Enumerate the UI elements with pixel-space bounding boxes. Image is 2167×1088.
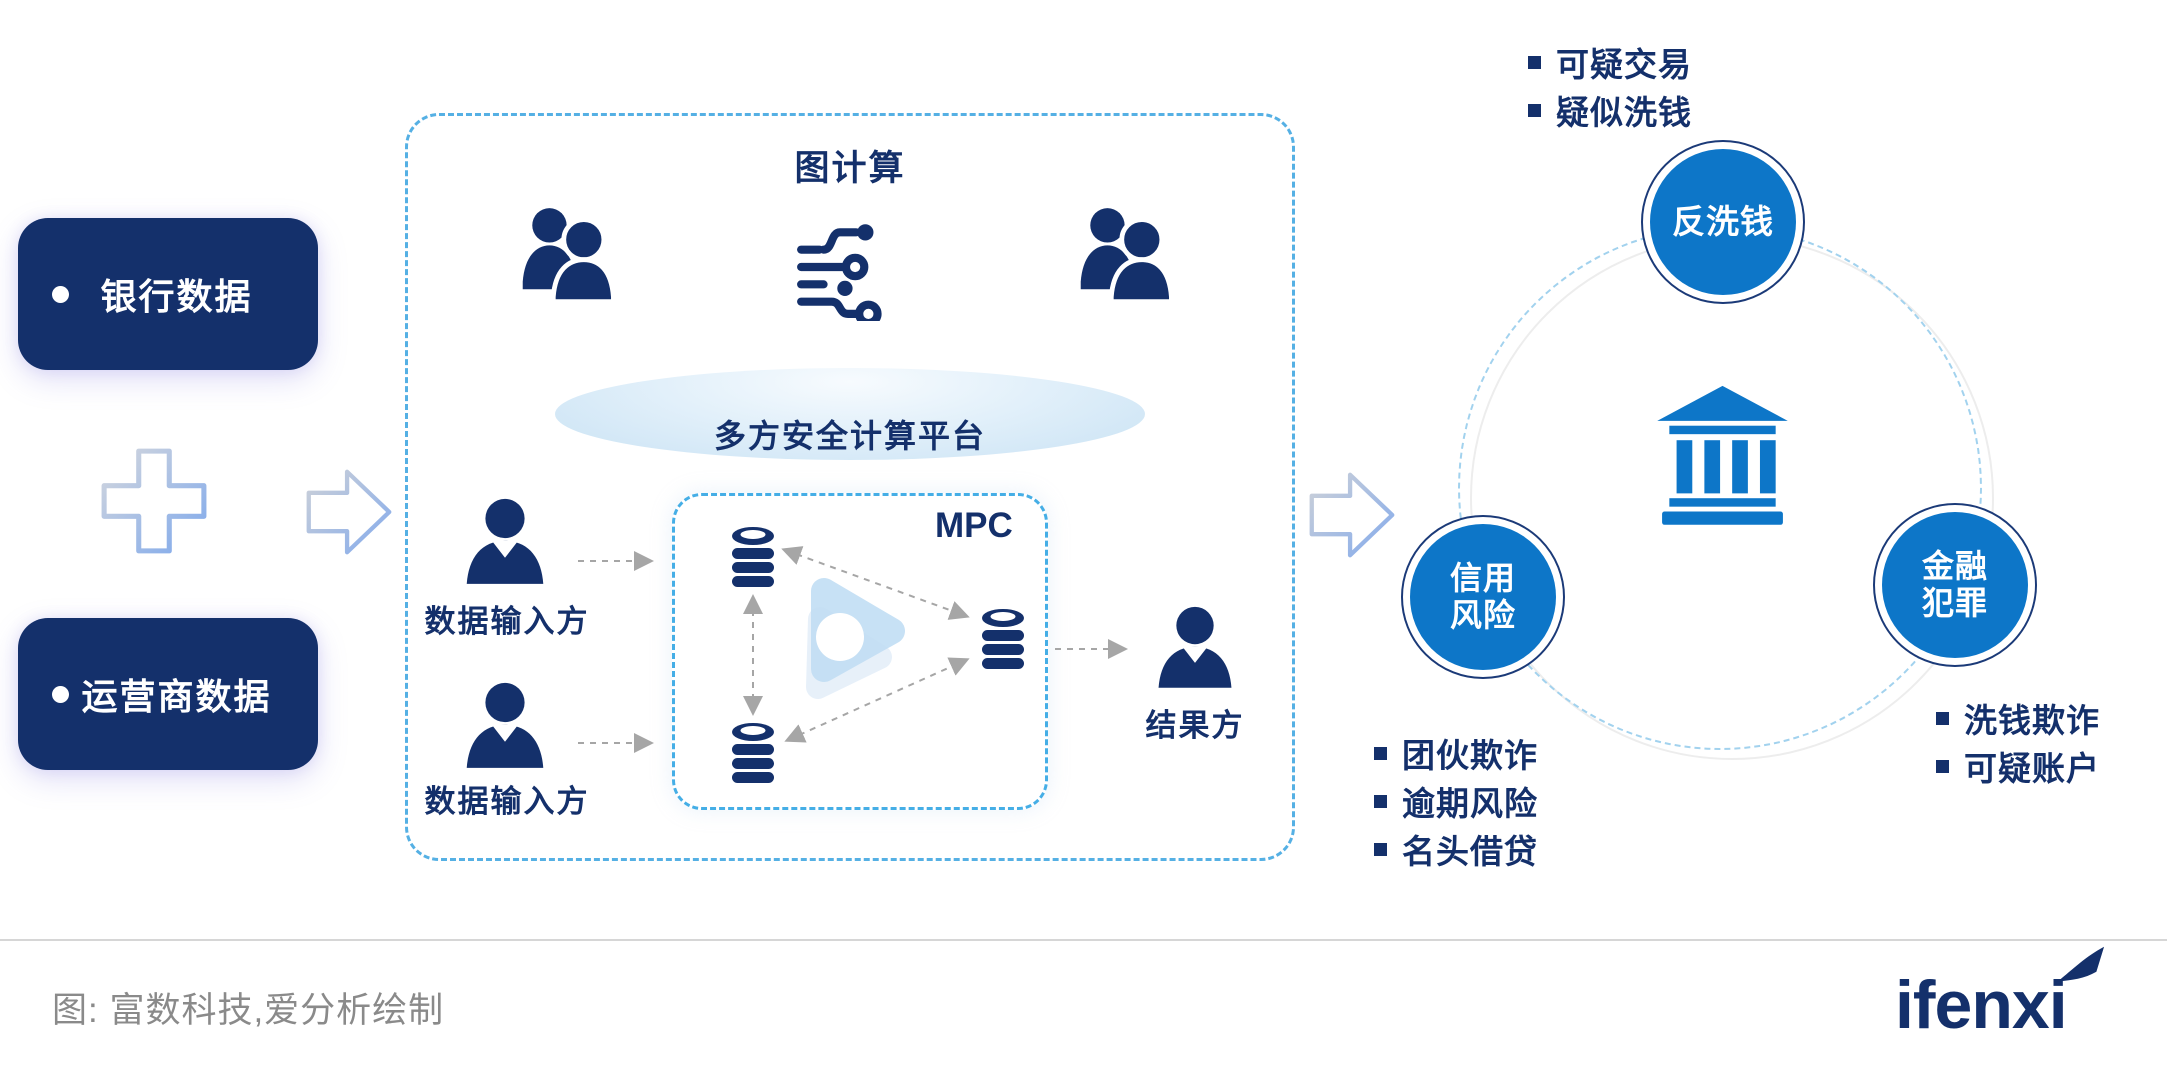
bullet-text: 疑似洗钱 <box>1556 94 1692 131</box>
plus-icon <box>98 445 210 557</box>
list-item: 可疑交易 <box>1528 42 1692 83</box>
flow-arrow-icon <box>1306 465 1398 565</box>
app-circle-label-line2: 犯罪 <box>1921 585 1988 621</box>
source-caption: 图: 富数科技,爱分析绘制 <box>52 991 445 1030</box>
square-bullet-icon <box>1528 55 1541 69</box>
credit-risk-bullet-list: 团伙欺诈 逾期风险 名头借贷 <box>1374 733 1538 877</box>
list-item: 疑似洗钱 <box>1528 90 1692 131</box>
app-circle-financial-crime: 金融 犯罪 <box>1873 503 2037 667</box>
logo-text: ifenxi <box>1895 967 2068 1043</box>
bullet-dot-icon <box>52 685 69 703</box>
list-item: 名头借贷 <box>1374 829 1538 870</box>
list-item: 逾期风险 <box>1374 781 1538 822</box>
app-circle-label-line1: 信用 <box>1449 560 1516 597</box>
database-icon <box>729 722 777 784</box>
person-icon <box>1155 602 1235 690</box>
platform-band <box>555 368 1145 460</box>
footer-divider <box>0 939 2167 941</box>
list-item: 洗钱欺诈 <box>1936 698 2100 739</box>
source-box-operator-data: 运营商数据 <box>18 618 318 770</box>
app-circle-aml: 反洗钱 <box>1641 140 1805 304</box>
result-party-label: 结果方 <box>1145 708 1245 743</box>
square-bullet-icon <box>1936 759 1949 773</box>
bullet-text: 名头借贷 <box>1402 833 1538 870</box>
square-bullet-icon <box>1374 794 1387 808</box>
people-group-icon <box>517 198 622 308</box>
bullet-text: 洗钱欺诈 <box>1964 702 2100 739</box>
source-label: 银行数据 <box>100 276 253 317</box>
people-group-icon <box>1075 198 1180 308</box>
flow-arrow-icon <box>303 462 395 562</box>
financial-crime-bullet-list: 洗钱欺诈 可疑账户 <box>1936 698 2100 794</box>
input-party-label: 数据输入方 <box>424 604 590 639</box>
panel-title: 图计算 <box>794 149 906 188</box>
square-bullet-icon <box>1374 842 1387 856</box>
aml-bullet-list: 可疑交易 疑似洗钱 <box>1528 42 1692 138</box>
person-icon <box>463 496 547 584</box>
source-label: 运营商数据 <box>81 676 272 717</box>
platform-panel <box>405 113 1295 861</box>
app-circle-label-line2: 风险 <box>1449 597 1516 633</box>
database-icon <box>979 608 1027 670</box>
bullet-text: 逾期风险 <box>1402 785 1538 822</box>
list-item: 团伙欺诈 <box>1374 733 1538 774</box>
app-circle-label: 反洗钱 <box>1672 203 1774 241</box>
logo-arrow-icon <box>2056 944 2106 986</box>
ifenxi-logo: ifenxi <box>1895 966 2068 1044</box>
bullet-text: 可疑交易 <box>1556 46 1692 83</box>
circuit-graph-icon <box>797 213 899 321</box>
source-box-bank-data: 银行数据 <box>18 218 318 370</box>
bullet-text: 团伙欺诈 <box>1402 737 1538 774</box>
person-icon <box>463 680 547 768</box>
bullet-dot-icon <box>52 285 69 303</box>
play-watermark-icon <box>788 560 928 712</box>
database-icon <box>729 526 777 588</box>
list-item: 可疑账户 <box>1936 746 2100 787</box>
app-circle-label-line1: 金融 <box>1921 548 1988 585</box>
square-bullet-icon <box>1528 103 1541 117</box>
square-bullet-icon <box>1936 711 1949 725</box>
square-bullet-icon <box>1374 746 1387 760</box>
bank-icon <box>1650 382 1795 525</box>
platform-band-label: 多方安全计算平台 <box>713 418 986 454</box>
bullet-text: 可疑账户 <box>1964 750 2100 787</box>
app-circle-credit-risk: 信用 风险 <box>1401 515 1565 679</box>
input-party-label: 数据输入方 <box>424 784 590 819</box>
mpc-label: MPC <box>935 506 1013 545</box>
